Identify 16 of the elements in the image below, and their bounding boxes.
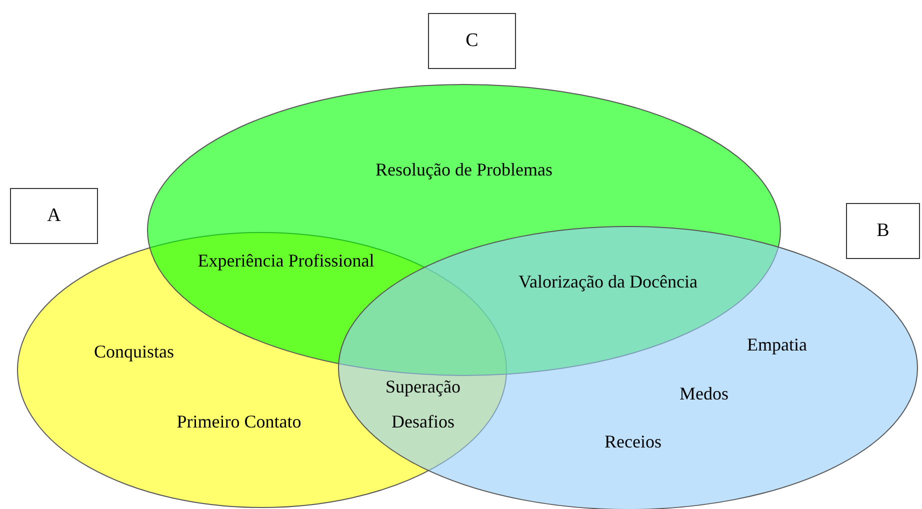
overlap-label: Desafios <box>392 412 454 432</box>
region-label: Primeiro Contato <box>176 412 302 432</box>
set-letter: A <box>47 205 61 227</box>
region-label: Resolução de Problemas <box>376 160 552 180</box>
region-label: Receios <box>604 432 662 452</box>
region-label: Conquistas <box>94 342 174 362</box>
region-label: Empatia <box>747 334 807 356</box>
overlap-label: Valorização da Docência <box>518 272 698 292</box>
set-letter: B <box>876 220 890 242</box>
letter-box <box>10 188 98 244</box>
set-letter: C <box>466 30 478 52</box>
letter-box <box>846 203 920 259</box>
overlap-label: Superação <box>386 376 460 398</box>
overlap-label: Experiência Profissional <box>198 250 374 272</box>
region-label: Medos <box>680 384 728 404</box>
letter-box <box>428 13 516 69</box>
